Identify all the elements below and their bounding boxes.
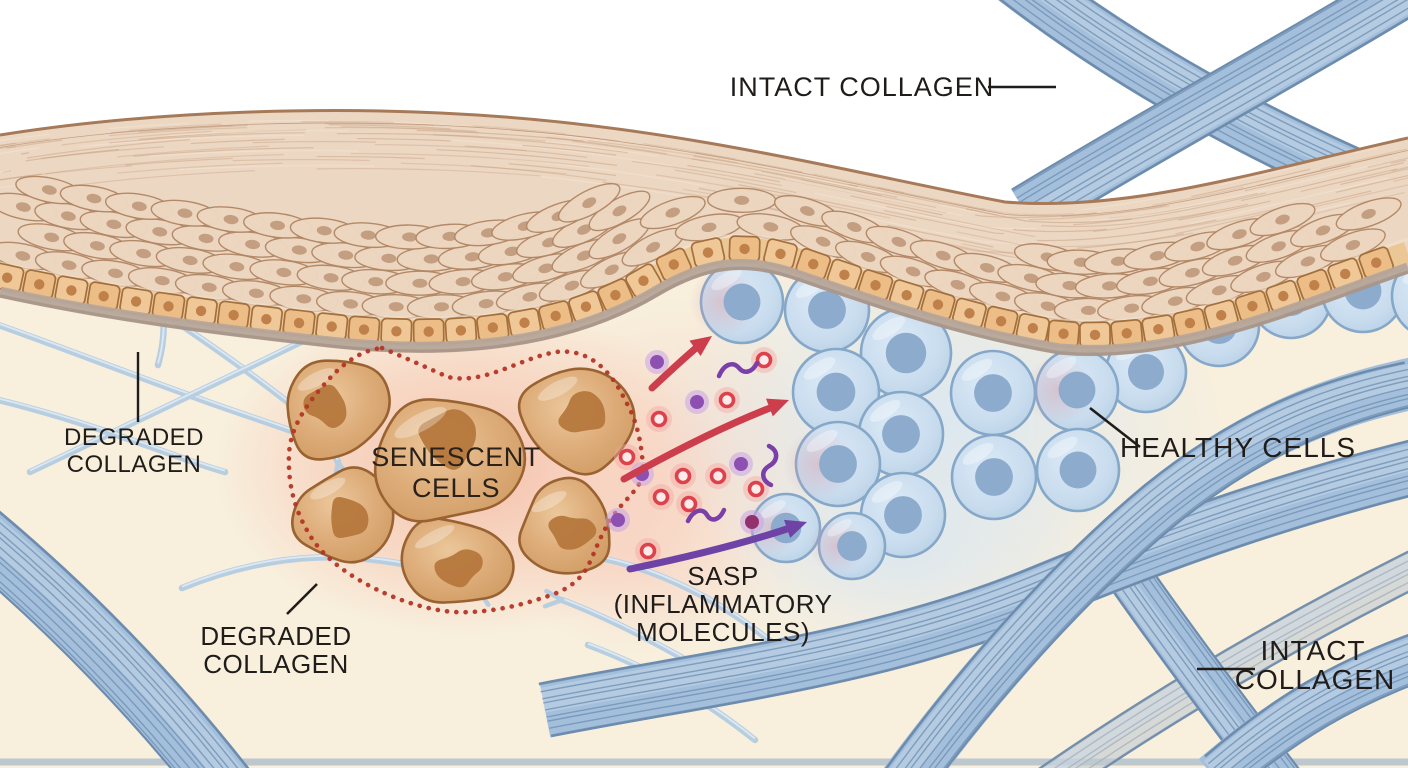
sasp-red-molecule [652,488,670,506]
sasp-purple-molecule [690,395,704,409]
sasp-molecules [606,347,779,564]
degraded-collagen-bottom-label-line2: COLLAGEN [203,649,349,679]
healthy-cell [949,349,1037,437]
label-layer: INTACT COLLAGEN DEGRADED COLLAGEN SENESC… [64,72,1396,695]
senescent-cell [400,517,515,604]
degraded-collagen-left-label-line2: COLLAGEN [67,451,202,478]
senescent-cells-group [286,359,636,604]
sasp-purple-molecule [745,515,759,529]
healthy-cell [809,511,887,581]
sasp-label-line1: SASP [687,561,758,591]
healthy-cell [791,347,881,437]
sasp-red-molecule [674,467,692,485]
sasp-red-molecule [680,495,698,513]
senescent-cell [518,476,611,575]
degraded-collagen-bottom-label-line1: DEGRADED [200,621,351,651]
sasp-arrows [620,336,807,573]
sasp-arrow [626,522,800,573]
senescent-cell [286,359,391,461]
sasp-red-molecule [709,467,727,485]
sasp-purple-molecule [734,457,748,471]
degraded-collagen-bottom-pointer [286,583,318,615]
senescent-cells-label-line2: CELLS [412,473,500,503]
sasp-red-molecule [747,480,765,498]
intact-collagen-bottom-label-line1: INTACT [1260,635,1365,666]
sasp-red-molecule [639,542,657,560]
sasp-red-molecule [718,391,736,409]
sasp-red-molecule [755,351,773,369]
healthy-cells-label: HEALTHY CELLS [1120,432,1356,463]
intact-collagen-bottom-label-line2: COLLAGEN [1235,664,1396,695]
intact-collagen-bundle-bottom-left [0,510,250,768]
sasp-squiggle-molecule [685,507,727,524]
basement-membrane [0,258,1408,356]
intact-collagen-bundles-bottom-right [538,357,1408,768]
sasp-purple-molecule [611,513,625,527]
sasp-label-line2: (INFLAMMATORY [614,589,833,619]
senescent-cell [373,398,527,523]
sasp-red-molecule [650,410,668,428]
healthy-cell [1390,261,1408,331]
healthy-cell [688,259,785,345]
healthy-cell [1023,347,1120,433]
sasp-red-molecule [618,448,636,466]
senescent-cell [517,367,636,476]
degraded-collagen-left-label-line1: DEGRADED [64,424,204,451]
healthy-cell [950,433,1038,521]
sasp-arrow [620,401,782,483]
healthy-cell [783,420,882,508]
healthy-cell [1035,427,1121,513]
tissue-band [0,109,1408,357]
sasp-label-line3: MOLECULES) [636,617,810,647]
intact-collagen-top-label: INTACT COLLAGEN [730,72,995,102]
tissue-surface-outline [0,109,1408,206]
healthy-cells-pointer [1089,406,1141,449]
sasp-squiggle-molecule [716,360,760,379]
senescent-cell [291,466,395,564]
senescent-cells-label-line1: SENESCENT [371,442,541,472]
sasp-squiggle-molecule [761,443,779,488]
sasp-purple-molecule [650,355,664,369]
senescent-dotted-outline [286,345,646,615]
